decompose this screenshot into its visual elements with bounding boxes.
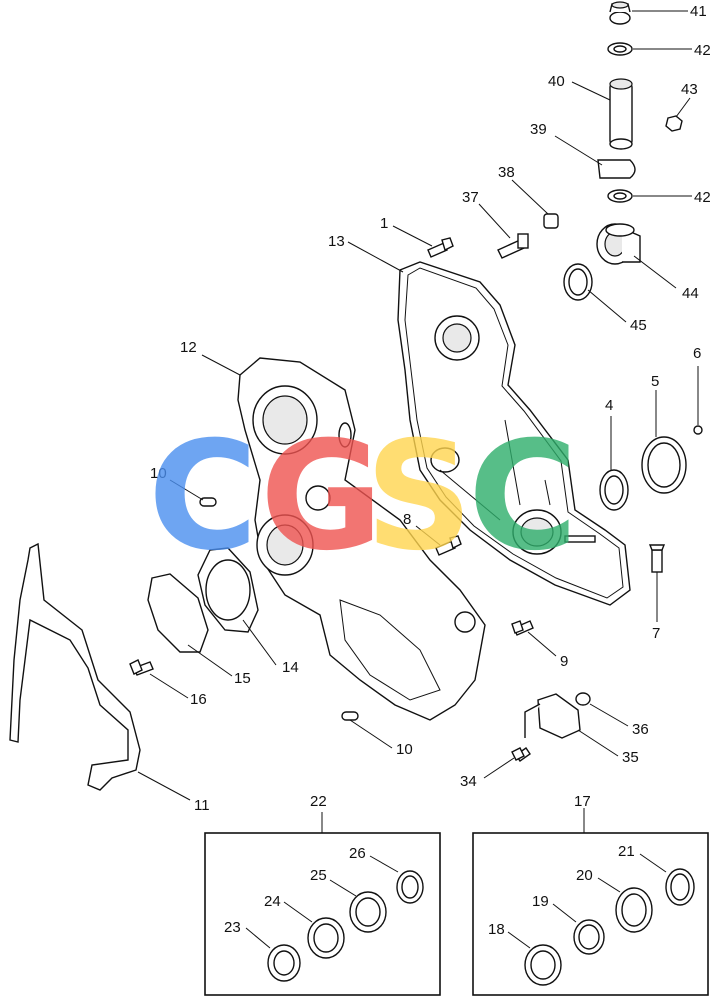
callout-labels: 41 42 40 43 39 42 38 37 1 13 44 45 6 5 4… xyxy=(150,3,711,938)
kit-box-17 xyxy=(472,832,709,996)
dowel-10-upper xyxy=(199,497,217,507)
label-41: 41 xyxy=(690,3,707,20)
bolt-9 xyxy=(511,620,534,636)
tube-bracket-35 xyxy=(524,693,581,739)
bolt-34 xyxy=(511,747,531,762)
bushing-21 xyxy=(665,868,695,906)
filler-adapter xyxy=(596,223,641,265)
label-10-upper: 10 xyxy=(150,465,167,482)
bushing-23 xyxy=(267,944,301,982)
wear-sleeve-5 xyxy=(641,436,687,494)
o-ring-top xyxy=(607,42,633,56)
cover-plate-15 xyxy=(147,573,209,653)
bushing-20 xyxy=(615,887,653,933)
bushing-18 xyxy=(524,944,562,986)
gear-housing xyxy=(237,357,486,721)
label-9: 9 xyxy=(560,653,568,670)
label-42-lower: 42 xyxy=(694,189,711,206)
label-6: 6 xyxy=(693,345,701,362)
bushing-25 xyxy=(349,891,387,933)
label-15: 15 xyxy=(234,670,251,687)
screw-6 xyxy=(693,425,703,435)
bolt-8 xyxy=(435,535,462,556)
plug-38 xyxy=(543,213,559,229)
nut-43 xyxy=(665,115,683,132)
label-21: 21 xyxy=(618,843,635,860)
label-18: 18 xyxy=(488,921,505,938)
leader-lines xyxy=(137,10,699,949)
label-39: 39 xyxy=(530,121,547,138)
watermark-letter-3: S xyxy=(365,410,473,584)
bushing-26 xyxy=(396,870,424,904)
label-20: 20 xyxy=(576,867,593,884)
bolt-1 xyxy=(427,237,454,258)
label-11: 11 xyxy=(194,797,210,814)
label-45: 45 xyxy=(630,317,647,334)
label-36: 36 xyxy=(632,721,649,738)
stud-37 xyxy=(497,233,529,259)
watermark: C G S C xyxy=(148,410,578,584)
label-5: 5 xyxy=(651,373,659,390)
label-1: 1 xyxy=(380,215,388,232)
clamp xyxy=(597,159,636,179)
watermark-letter-4: C xyxy=(468,410,578,584)
label-43: 43 xyxy=(681,81,698,98)
seal-45 xyxy=(563,263,593,301)
label-8: 8 xyxy=(403,511,411,528)
label-22: 22 xyxy=(310,793,327,810)
dowel-10-lower xyxy=(341,711,359,721)
kit-box-22 xyxy=(204,832,441,996)
bolt-7 xyxy=(648,544,666,573)
label-37: 37 xyxy=(462,189,479,206)
cover-gasket-14 xyxy=(197,547,259,633)
housing-gasket xyxy=(9,542,141,791)
label-40: 40 xyxy=(548,73,565,90)
label-19: 19 xyxy=(532,893,549,910)
front-cover xyxy=(397,261,631,606)
label-12: 12 xyxy=(180,339,197,356)
label-10-lower: 10 xyxy=(396,741,413,758)
seal-4 xyxy=(599,469,629,511)
o-ring-36 xyxy=(575,692,591,706)
watermark-letter-1: C xyxy=(148,410,258,584)
bolt-16 xyxy=(129,659,154,676)
label-17: 17 xyxy=(574,793,591,810)
label-42-top: 42 xyxy=(694,42,711,59)
label-24: 24 xyxy=(264,893,281,910)
label-25: 25 xyxy=(310,867,327,884)
filler-tube xyxy=(609,78,633,150)
bushing-24 xyxy=(307,917,345,959)
label-4: 4 xyxy=(605,397,613,414)
label-13: 13 xyxy=(328,233,345,250)
label-26: 26 xyxy=(349,845,366,862)
label-23: 23 xyxy=(224,919,241,936)
label-34: 34 xyxy=(460,773,477,790)
watermark-letter-2: G xyxy=(260,410,383,584)
label-35: 35 xyxy=(622,749,639,766)
o-ring-lower xyxy=(607,189,633,203)
label-7: 7 xyxy=(652,625,660,642)
bushing-19 xyxy=(573,919,605,955)
label-44: 44 xyxy=(682,285,699,302)
label-38: 38 xyxy=(498,164,515,181)
label-14: 14 xyxy=(282,659,299,676)
filler-cap xyxy=(609,1,631,25)
label-16: 16 xyxy=(190,691,207,708)
